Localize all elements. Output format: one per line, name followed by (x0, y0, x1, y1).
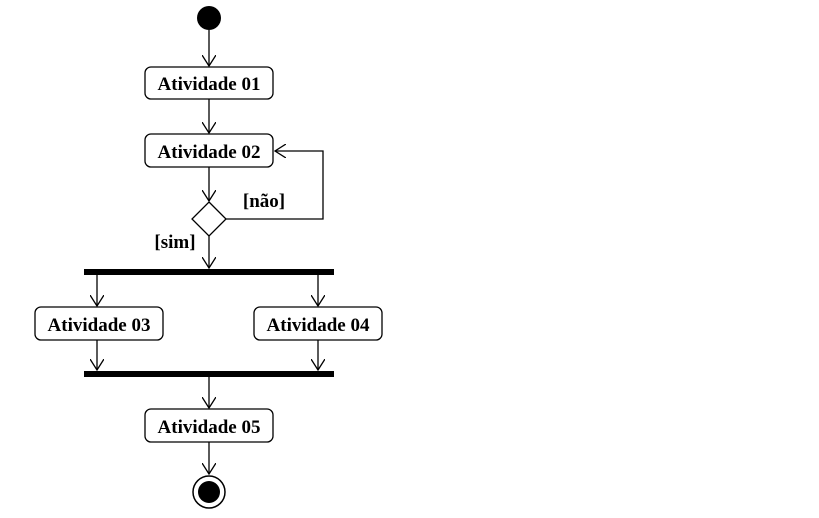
guard-no-label: [não] (243, 191, 285, 212)
join-bar (84, 371, 334, 377)
activity-01: Atividade 01 (144, 66, 274, 100)
flow-decision-no-loop (226, 151, 324, 220)
fork-bar (84, 269, 334, 275)
activity-03: Atividade 03 (34, 306, 164, 341)
guard-yes-label: [sim] (154, 232, 195, 253)
activity-05-label: Atividade 05 (158, 417, 261, 438)
decision-node (191, 201, 227, 237)
activity-02-label: Atividade 02 (158, 142, 261, 163)
initial-node (197, 6, 221, 30)
activity-01-label: Atividade 01 (158, 74, 261, 95)
activity-02: Atividade 02 (144, 133, 274, 168)
activity-04-label: Atividade 04 (267, 315, 370, 336)
activity-05: Atividade 05 (144, 408, 274, 443)
final-node (192, 475, 226, 509)
activity-03-label: Atividade 03 (48, 315, 151, 336)
activity-04: Atividade 04 (253, 306, 383, 341)
